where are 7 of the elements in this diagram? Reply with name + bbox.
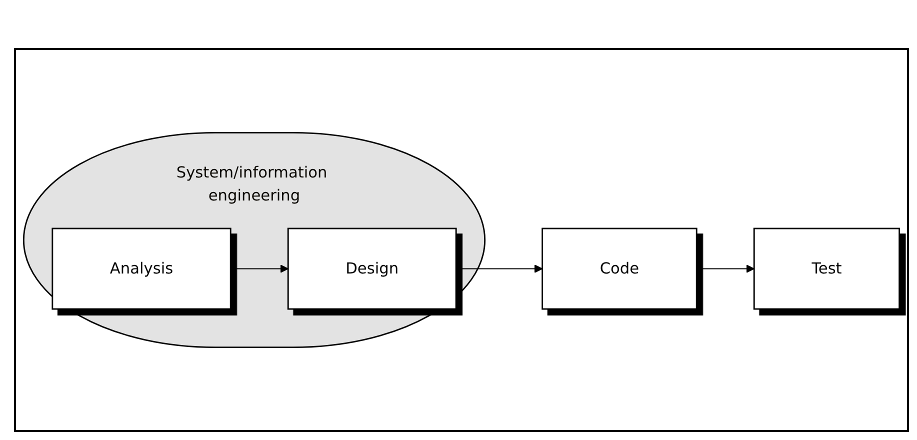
node-box: Design — [287, 228, 457, 310]
arrow — [696, 264, 754, 273]
node-box: Analysis — [52, 228, 232, 310]
node-box: Test — [753, 228, 900, 310]
node-box: Code — [542, 228, 698, 310]
arrow — [230, 264, 288, 273]
arrow — [456, 264, 543, 273]
